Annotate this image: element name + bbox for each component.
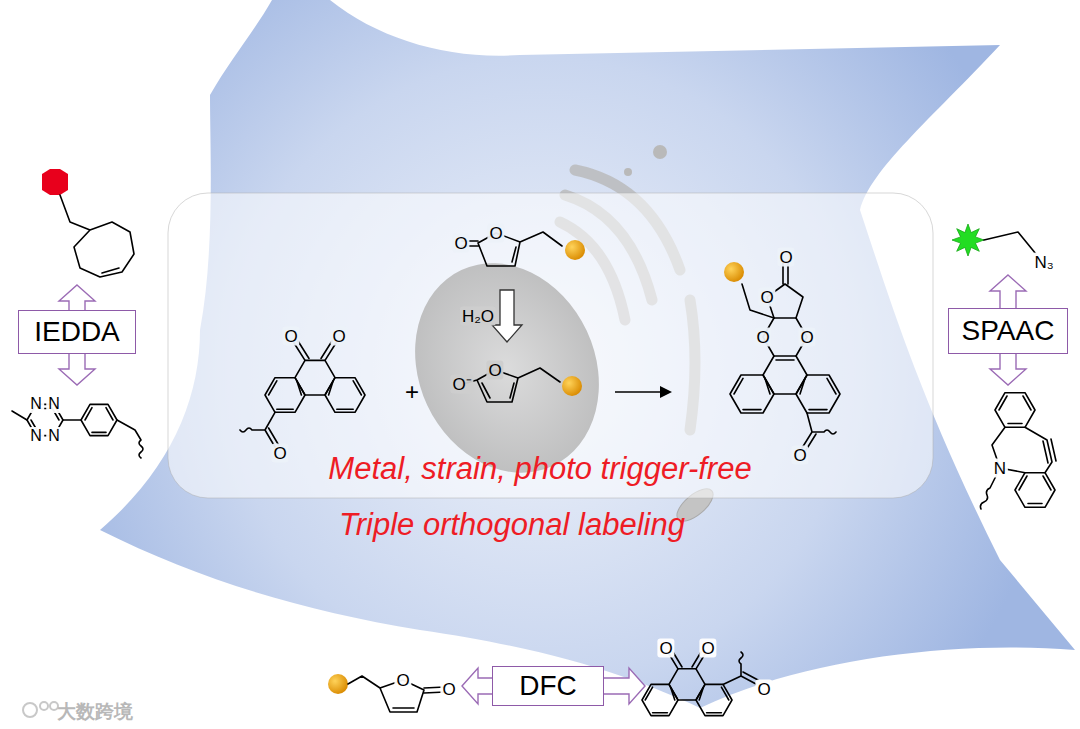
atom-label: O xyxy=(755,680,772,699)
atom-label: N xyxy=(28,395,44,413)
reaction-arrow xyxy=(615,386,672,398)
atom-label: N xyxy=(46,427,62,445)
watermark: 大数跨境 xyxy=(57,702,133,721)
atom-label: O xyxy=(699,639,716,658)
payload-dot xyxy=(328,674,348,694)
phenanthrenequinone xyxy=(642,652,758,716)
green-dye xyxy=(952,224,984,256)
plus-sign: + xyxy=(405,380,419,404)
atom-label: O xyxy=(330,327,347,346)
reagent-label: H₂O xyxy=(460,307,496,326)
reaction-box: IEDDA xyxy=(18,310,136,354)
reaction-name: DFC xyxy=(519,672,577,700)
atom-label: O xyxy=(754,328,771,347)
atom-label: O xyxy=(777,248,794,267)
phenanthrenequinone xyxy=(240,341,365,447)
atom-label: O xyxy=(657,639,674,658)
atom-label: N xyxy=(28,427,44,445)
atom-label: N xyxy=(46,395,62,413)
furanolate xyxy=(463,368,560,402)
azide-linker xyxy=(984,232,1036,254)
product xyxy=(730,263,840,450)
butenolide xyxy=(462,232,562,266)
atom-label: O xyxy=(486,361,503,380)
atom-label: O xyxy=(798,328,815,347)
atom-label: O xyxy=(440,680,457,699)
reaction-box: DFC xyxy=(492,666,604,706)
slogan: Triple orthogonal labeling xyxy=(339,509,685,540)
atom-label: O⁻ xyxy=(450,375,473,394)
payload-dot xyxy=(562,376,582,396)
payload-dot xyxy=(565,240,585,260)
slogan: Metal, strain, photo trigger-free xyxy=(328,453,751,484)
atom-label: N₃ xyxy=(1032,253,1055,272)
double-arrow xyxy=(462,668,645,704)
atom-label: O xyxy=(758,288,775,307)
vesicle xyxy=(624,168,632,176)
atom-label: O xyxy=(487,224,504,243)
reaction-name: IEDDA xyxy=(34,318,120,346)
payload-dot xyxy=(724,262,744,282)
atom-label: N xyxy=(992,459,1008,478)
trans-cyclooctene xyxy=(60,195,134,277)
atom-label: O xyxy=(271,444,288,463)
dbco xyxy=(980,393,1056,509)
atom-label: O xyxy=(282,327,299,346)
reaction-box: SPAAC xyxy=(948,308,1068,354)
hydrolysis-arrow xyxy=(492,290,522,342)
cell xyxy=(100,0,1075,708)
atom-label: O xyxy=(452,234,469,253)
vesicle xyxy=(653,145,667,159)
watermark-icon xyxy=(23,702,58,717)
red-dye xyxy=(42,169,68,195)
reaction-name: SPAAC xyxy=(962,317,1055,345)
atom-label: O xyxy=(791,446,808,465)
atom-label: O xyxy=(394,671,411,690)
